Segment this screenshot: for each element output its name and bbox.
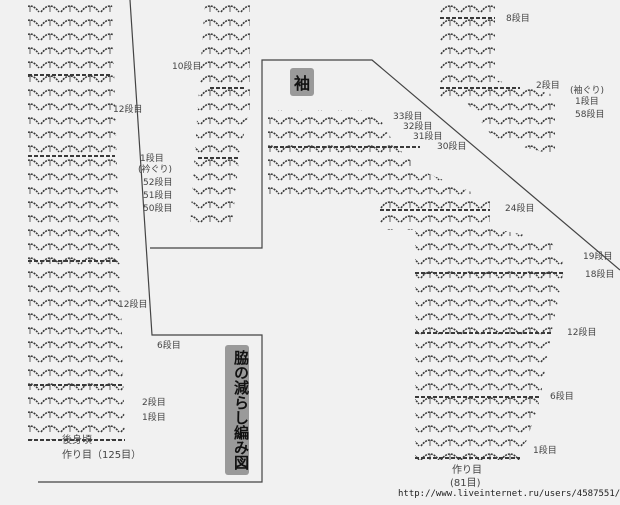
row-label: 12段目 [567, 328, 597, 338]
frame-lines [38, 0, 620, 483]
row-label: 1段目 [533, 446, 557, 456]
row-label: 50段目 [143, 204, 173, 214]
neck-strip [190, 0, 250, 225]
foundation-label: 作り目（125目） [62, 450, 142, 461]
row-label: 6段目 [157, 341, 181, 351]
row-label: 12段目 [118, 300, 148, 310]
row-label: 8段目 [506, 14, 530, 24]
back-body-strip [28, 0, 125, 440]
foundation-count: (81目) [450, 478, 481, 489]
row-label: 19段目 [583, 252, 613, 262]
watermark-url: http://www.liveinternet.ru/users/4587551… [398, 489, 620, 499]
row-label: 6段目 [550, 392, 574, 402]
stitch-areas [28, 0, 565, 460]
row-label: 10段目 [172, 62, 202, 72]
sleeve-title: 袖 [290, 68, 315, 96]
row-label: 32段目 [403, 122, 433, 132]
row-label: 1段目 [575, 97, 599, 107]
sleeve-chart [268, 110, 565, 460]
row-label: 2段目 [142, 398, 166, 408]
row-label: (衿ぐり) [138, 165, 173, 175]
row-label: 18段目 [585, 270, 615, 280]
armhole-strip [440, 0, 555, 155]
row-label: 51段目 [143, 191, 173, 201]
row-label: 12段目 [113, 105, 143, 115]
row-label: 24段目 [505, 204, 535, 214]
chain-rows [28, 17, 565, 459]
foundation-label: 作り目 [452, 465, 482, 476]
row-label: 1段目 [140, 154, 164, 164]
row-label: 30段目 [437, 142, 467, 152]
row-label: 52段目 [143, 178, 173, 188]
row-label: 33段目 [393, 112, 423, 122]
row-label: 31段目 [413, 132, 443, 142]
piece-label: 後身頃 [62, 435, 92, 446]
row-label: 1段目 [142, 413, 166, 423]
row-label: 58段目 [575, 110, 605, 120]
side-decrease-title: 脇の減らし編み図 [225, 345, 250, 475]
row-label: 2段目 [536, 81, 560, 91]
row-label: (袖ぐり) [570, 86, 605, 96]
